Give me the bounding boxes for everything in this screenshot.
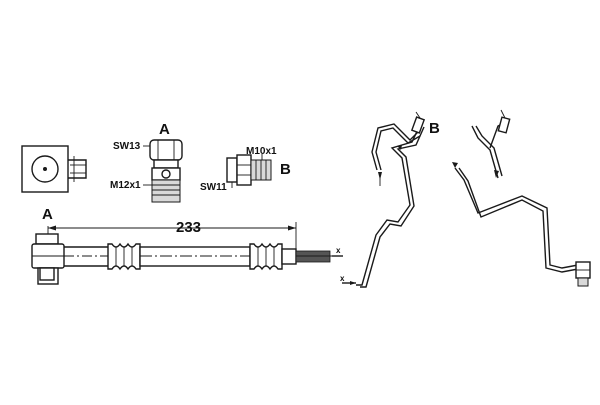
sw11-label: SW11 bbox=[200, 182, 227, 193]
m10x1-label: M10x1 bbox=[246, 146, 277, 157]
axis-x-lower: x bbox=[340, 274, 345, 283]
banjo-bolt-a bbox=[143, 139, 183, 203]
m12x1-label: M12x1 bbox=[110, 180, 141, 191]
dimension-line-233 bbox=[47, 222, 297, 250]
length-dimension: 233 bbox=[176, 219, 201, 236]
tube-nut-b bbox=[226, 154, 272, 188]
route-view-2 bbox=[452, 109, 591, 287]
axis-x-upper: x bbox=[336, 246, 341, 255]
hose-assembly-side-view bbox=[31, 233, 334, 285]
end-fitting-top-view bbox=[21, 145, 87, 193]
view-a-label-top: A bbox=[159, 121, 170, 138]
sw13-label: SW13 bbox=[113, 141, 141, 152]
view-b-label-top: B bbox=[280, 161, 291, 178]
route-view-1 bbox=[332, 111, 426, 288]
view-a-label-side: A bbox=[42, 206, 53, 223]
view-b-label-route: B bbox=[429, 120, 440, 137]
